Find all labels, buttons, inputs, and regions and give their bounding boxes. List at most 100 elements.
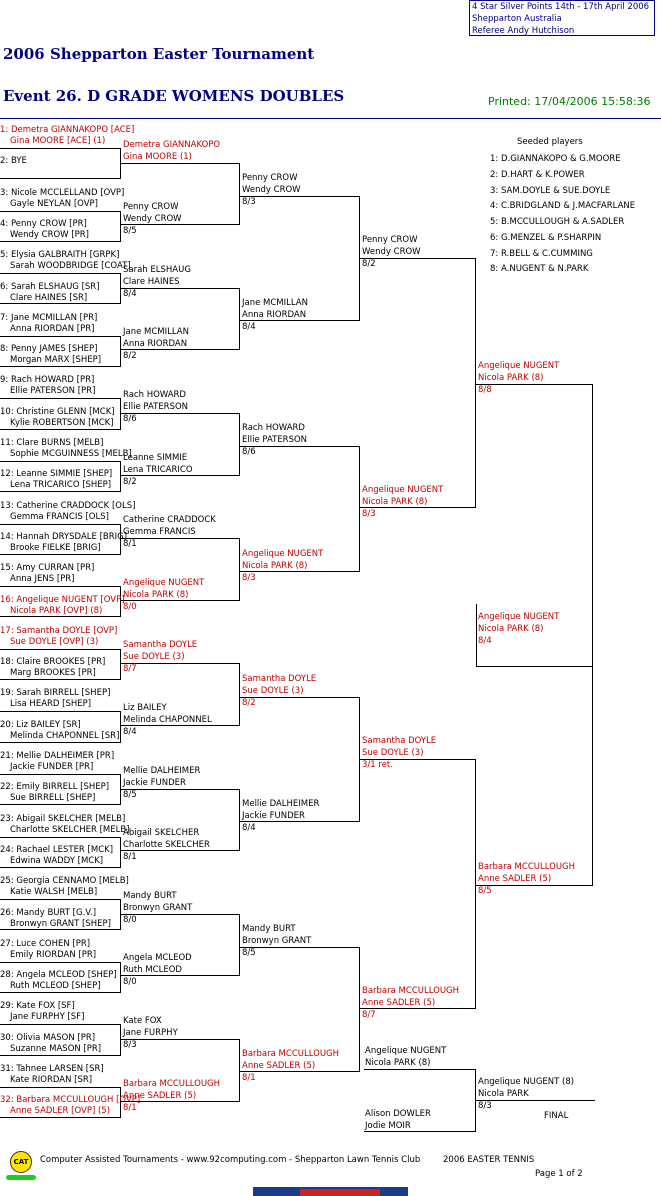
round2-player-b: Anna RIORDAN [123, 339, 188, 350]
entry-player-a: 27: Luce COHEN [PR] [0, 938, 91, 949]
entry-player-a: 28: Angela MCLEOD [SHEP] [0, 970, 117, 981]
entry-player-a: 26: Mandy BURT [G.V.] [0, 907, 97, 918]
round3-player-b: Sue DOYLE (3) [242, 685, 304, 696]
entry-player-b: Lisa HEARD [SHEP] [10, 699, 92, 710]
entry-player-a: 29: Kate FOX [SF] [0, 1001, 75, 1012]
round2-score: 8/3 [123, 1040, 137, 1050]
round2-bracket-line [121, 162, 240, 226]
champion-a: Angelique NUGENT (8) [478, 1077, 575, 1087]
entry-player-a: 9: Rach HOWARD [PR] [0, 375, 95, 386]
round4-player-b: Nicola PARK (8) [362, 497, 428, 508]
round4-player-b: Wendy CROW [362, 247, 421, 257]
printed-timestamp: Printed: 17/04/2006 15:58:36 [488, 95, 651, 108]
round1-bracket-line [0, 1087, 121, 1119]
round1-bracket-line [0, 335, 121, 368]
round2-bracket-line [121, 913, 240, 977]
round2-score: 8/6 [123, 414, 137, 424]
entry-player-b: Marg BROOKES [PR] [10, 668, 96, 679]
header-divider [0, 118, 661, 119]
final-bracket-line [364, 1069, 476, 1132]
round2-player-a: Catherine CRADDOCK [123, 515, 216, 526]
round3-player-a: Mellie DALHEIMER [242, 799, 320, 809]
entry-player-a: 12: Leanne SIMMIE [SHEP] [0, 469, 113, 480]
final-player2-a: Alison DOWLER [365, 1109, 431, 1119]
entry-player-a: 13: Catherine CRADDOCK [OLS] [0, 500, 136, 511]
round1-bracket-line [0, 711, 121, 743]
round4-score: 8/2 [362, 259, 376, 269]
entry-player-b: Nicola PARK [OVP] (8) [10, 605, 103, 616]
entry-player-a: 19: Sarah BIRRELL [SHEP] [0, 688, 111, 699]
round2-bracket-line [121, 413, 240, 476]
round3-player-a: Penny CROW [242, 173, 298, 183]
round2-player-b: Charlotte SKELCHER [123, 840, 210, 851]
round3-score: 8/4 [242, 322, 256, 333]
entry-player-a: 25: Georgia CENNAMO [MELB] [0, 876, 129, 887]
round1-bracket-line [0, 273, 121, 305]
round2-score: 8/2 [123, 351, 137, 362]
round2-player-a: Penny CROW [123, 202, 179, 213]
round4-player-a: Samantha DOYLE [362, 735, 437, 746]
page-number: Page 1 of 2 [535, 1169, 583, 1179]
entry-player-a: 8: Penny JAMES [SHEP] [0, 344, 98, 355]
round3-player-b: Ellie PATERSON [242, 435, 308, 446]
round2-bracket-line [121, 287, 240, 351]
entry-player-a: 15: Amy CURRAN [PR] [0, 563, 95, 574]
round3-player-a: Mandy BURT [242, 924, 296, 935]
entry-player-a: 2: BYE [0, 156, 27, 167]
round3-score: 8/5 [242, 948, 256, 959]
round3-bracket-line [240, 696, 360, 822]
round3-player-a: Barbara MCCULLOUGH [242, 1049, 340, 1060]
round2-score: 8/5 [123, 226, 137, 237]
round5-bracket-line [476, 384, 593, 886]
round2-player-b: Nicola PARK (8) [123, 589, 189, 600]
round3-score: 8/3 [242, 572, 256, 583]
round2-bracket-line [121, 788, 240, 852]
sponsor-banner-logo [300, 1189, 380, 1196]
info-referee: Referee Andy Hutchison [472, 26, 575, 36]
round2-player-b: Sue DOYLE (3) [123, 652, 185, 663]
round2-player-a: Jane MCMILLAN [123, 327, 189, 338]
round2-player-b: Wendy CROW [123, 214, 182, 225]
entry-player-b: Edwina WADDY [MCK] [10, 855, 104, 866]
round2-player-a: Abigail SKELCHER [123, 828, 200, 839]
round2-score: 8/0 [123, 914, 137, 925]
entry-player-a: 20: Liz BAILEY [SR] [0, 719, 81, 730]
round1-bracket-line [0, 899, 121, 931]
round2-player-a: Angela MCLEOD [123, 953, 192, 964]
round2-player-b: Lena TRICARICO [123, 464, 193, 475]
round2-player-b: Jane FURPHY [123, 1028, 178, 1038]
round3-player-b: Wendy CROW [242, 185, 301, 195]
seed-item: 1: D.GIANNAKOPO & G.MOORE [490, 154, 621, 164]
round2-score: 8/1 [123, 1102, 137, 1113]
entry-player-b: Sophie MCGUINNESS [MELB] [10, 449, 132, 459]
entry-player-a: 1: Demetra GIANNAKOPO [ACE] [0, 125, 135, 135]
round2-player-a: Demetra GIANNAKOPO [123, 139, 221, 150]
round3-player-a: Angelique NUGENT [242, 548, 324, 559]
entry-player-a: 17: Samantha DOYLE [OVP] [0, 625, 118, 636]
entry-player-a: 31: Tahnee LARSEN [SR] [0, 1064, 104, 1074]
round5-player-b: Nicola PARK (8) [478, 373, 544, 383]
seed-item: 8: A.NUGENT & N.PARK [490, 264, 589, 275]
round2-bracket-line [121, 538, 240, 601]
entry-player-b: Jackie FUNDER [PR] [10, 762, 94, 772]
round3-player-b: Anne SADLER (5) [242, 1061, 316, 1072]
round2-player-a: Rach HOWARD [123, 390, 186, 400]
entry-player-a: 14: Hannah DRYSDALE [BRIG] [0, 531, 128, 542]
round2-player-b: Clare HAINES [123, 276, 180, 287]
entry-player-a: 10: Christine GLENN [MCK] [0, 406, 115, 417]
semi-bracket-line [476, 604, 593, 667]
round3-score: 8/6 [242, 447, 256, 458]
round4-score: 3/1 ret. [362, 759, 393, 770]
entry-player-b: Morgan MARX [SHEP] [10, 355, 102, 366]
round3-bracket-line [240, 446, 360, 572]
entry-player-a: 7: Jane MCMILLAN [PR] [0, 312, 98, 323]
champion-line [476, 1100, 595, 1101]
round2-player-b: Bronwyn GRANT [123, 902, 193, 913]
entry-player-a: 23: Abigail SKELCHER [MELB] [0, 813, 126, 824]
round2-score: 8/4 [123, 727, 137, 737]
entry-player-b: Anne SADLER [OVP] (5) [10, 1106, 111, 1117]
round5-score: 8/8 [478, 385, 492, 395]
round2-player-a: Leanne SIMMIE [123, 452, 188, 463]
footer-event: 2006 EASTER TENNIS [443, 1155, 535, 1165]
entry-player-b: Clare HAINES [SR] [10, 292, 88, 303]
